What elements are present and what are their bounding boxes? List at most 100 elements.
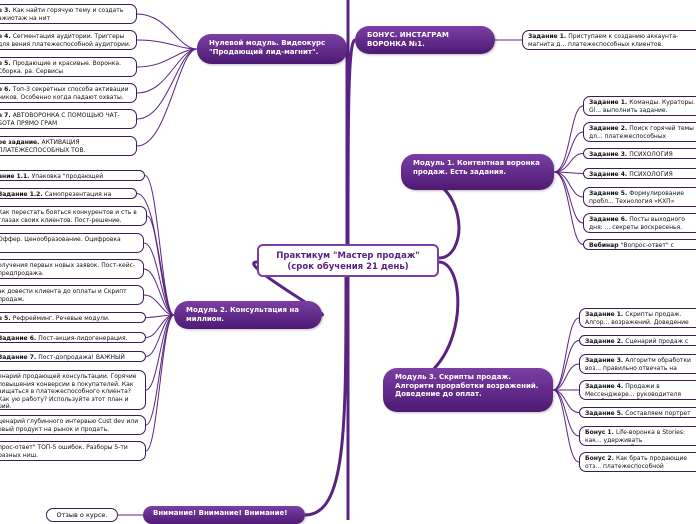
connector-line: [136, 193, 175, 316]
module3-task-6[interactable]: Бонус 1. Life-воронка в Stories: как... …: [579, 426, 696, 446]
module0-task-6[interactable]: ое задание. АКТИВАЦИЯ ПЛАТЕЖЕСПОСОБНЫХ Т…: [0, 136, 137, 156]
connector-line: [552, 389, 580, 463]
connector-line: [136, 13, 198, 50]
task-text: прос-ответ" ТОП-5 ошибок. Разборы 5-ти р…: [0, 444, 128, 459]
task-label: е 6.: [0, 86, 11, 93]
connector-line: [143, 294, 175, 316]
task-text: Пост-акция-лидогенерация.: [38, 335, 128, 342]
connector-line: [144, 175, 175, 316]
task-text: Пост-допродажа! ВАЖНЫЙ ПОСТ!: [38, 354, 125, 361]
task-text: олучения первых новых заявок. Пост-кейс-…: [0, 262, 136, 277]
task-text: АКТИВАЦИЯ ПЛАТЕЖЕСПОСОБНЫХ ТОВ.: [0, 139, 86, 154]
connector-line: [304, 276, 348, 517]
task-text: Самопрезентация на миллион.: [44, 191, 112, 198]
task-text: Как найти горячую тему и создать ажиотаж…: [0, 7, 124, 22]
task-label: ание 1.1.: [0, 173, 32, 180]
task-label: Задание 4.: [589, 171, 630, 178]
task-text: Как брать продающие отз... платежеспособ…: [585, 455, 688, 471]
connector-line: [145, 314, 175, 391]
task-text: ак довести клиента до оплаты и Скрипт пр…: [0, 288, 127, 303]
module3-task-4[interactable]: Задание 4. Продажи в Мессенджере... руко…: [579, 380, 696, 400]
module1-task-2[interactable]: Задание 2. Поиск горячей темы дл... плат…: [583, 122, 696, 142]
task-label: е 4.: [0, 33, 11, 40]
module1-task-1[interactable]: Задание 1. Команды. Кураторы. Gl... выпо…: [583, 96, 696, 116]
module2-task-12[interactable]: прос-ответ" ТОП-5 ошибок. Разборы 5-ти р…: [0, 441, 146, 461]
task-label: Задание 3.: [585, 357, 626, 364]
task-label: Бонус 1.: [585, 429, 616, 436]
task-text: енарий продающей консультации. Горячие п…: [0, 373, 137, 410]
module2-task-5[interactable]: олучения первых новых заявок. Пост-кейс-…: [0, 259, 144, 279]
task-text: ПСИХОЛОГИЯ КЛИЕНТА: [629, 151, 673, 158]
module2-task-11[interactable]: ценарий глубинного интервью Cust dev или…: [0, 415, 146, 435]
connector-line: [136, 48, 198, 94]
task-text: АВТОВОРОНКА С ПОМОЩЬЮ ЧАТ-БОТА ПРЯМО ГРА…: [0, 112, 120, 127]
task-label: Вебинар: [589, 242, 621, 249]
module3-task-1[interactable]: Задание 1. Скрипты продаж. Алгор... возр…: [579, 308, 696, 328]
module3-task-7[interactable]: Бонус 2. Как брать продающие отз... плат…: [579, 452, 696, 472]
bonus-module-node[interactable]: БОНУС. ИНСТАГРАМ ВОРОНКА №1.: [355, 26, 495, 54]
connector-line: [553, 131, 584, 173]
module1-task-7[interactable]: Вебинар "Вопрос-ответ" с Марией К...: [583, 239, 696, 250]
module2-task-9[interactable]: Задание 7. Пост-допродажа! ВАЖНЫЙ ПОСТ!: [0, 351, 146, 362]
task-text: Life-воронка в Stories: как... удерживат…: [585, 429, 685, 445]
task-label: е 5.: [0, 315, 11, 322]
connector-line: [552, 317, 580, 391]
module1-task-4[interactable]: Задание 4. ПСИХОЛОГИЯ КЛИЕНТА: [583, 168, 696, 179]
module2-task-8[interactable]: Задание 6. Пост-акция-лидогенерация.: [0, 332, 146, 343]
connector-line: [136, 48, 198, 68]
task-label: ое задание.: [0, 139, 42, 146]
module2-task-2[interactable]: Задание 1.2. Самопрезентация на миллион.: [0, 188, 137, 199]
module2-task-3[interactable]: Как перестать бояться конкурентов и сть …: [0, 206, 147, 226]
module0-task-5[interactable]: е 7. АВТОВОРОНКА С ПОМОЩЬЮ ЧАТ-БОТА ПРЯМ…: [0, 109, 137, 129]
module2-task-1[interactable]: ание 1.1. Упаковка "продающей консультац…: [0, 170, 145, 181]
connector-line: [553, 171, 584, 245]
task-label: Задание 1.2.: [0, 191, 45, 198]
module0-task-1[interactable]: е 3. Как найти горячую тему и создать аж…: [0, 4, 137, 24]
task-text: Составляем портрет иде...: [625, 410, 691, 417]
task-text: Продажи в Мессенджере... руководителя сл…: [585, 383, 681, 399]
task-text: Сегментация аудитории. Триггеры для вени…: [0, 33, 131, 48]
module0-task-4[interactable]: е 6. Топ-3 секретных способа активации н…: [0, 83, 137, 103]
connector-line: [136, 48, 198, 120]
connector-line: [146, 215, 175, 316]
task-text: Рефрейминг. Речевые модули. Триггеры.: [12, 315, 110, 322]
central-topic[interactable]: Практикум "Мастер продаж" (срок обучения…: [257, 244, 439, 277]
connector-line: [553, 105, 584, 173]
task-text: Команды. Кураторы. Gl... выполнить задан…: [589, 99, 695, 114]
task-label: Задание 2.: [589, 125, 630, 132]
task-label: Задание 6.: [0, 335, 39, 342]
task-text: Как перестать бояться конкурентов и сть …: [0, 209, 137, 224]
module1-task-5[interactable]: Задание 5. Формулирование пробл... Техно…: [583, 187, 696, 207]
module3-task-2[interactable]: Задание 2. Сценарий продаж с пла...: [579, 335, 696, 346]
task-text: Упаковка "продающей консультации": [31, 173, 104, 180]
module1-node[interactable]: Модуль 1. Контентная воронка продаж. Ест…: [401, 154, 554, 190]
connector-line: [145, 314, 175, 426]
module2-task-6[interactable]: ак довести клиента до оплаты и Скрипт пр…: [0, 285, 144, 305]
task-label: Задание 3.: [589, 151, 630, 158]
connector-line: [553, 171, 584, 224]
module3-node[interactable]: Модуль 3. Скрипты продаж. Алгоритм прора…: [383, 368, 553, 412]
connector-line: [552, 340, 580, 391]
module2-task-4[interactable]: Оффер. Ценообразование. Оцифровка: [0, 233, 144, 253]
connector-line: [136, 48, 198, 147]
task-label: е 3.: [0, 7, 11, 14]
connector-line: [552, 389, 580, 437]
task-label: Задание 5.: [589, 190, 630, 197]
module0-task-2[interactable]: е 4. Сегментация аудитории. Триггеры для…: [0, 30, 137, 50]
attention-node[interactable]: Внимание! Внимание! Внимание!: [143, 506, 305, 524]
module0-task-3[interactable]: е 5. Продающие и красивые. Воронка. Сбор…: [0, 57, 137, 77]
task-text: Продающие и красивые. Воронка. Сборка. р…: [0, 60, 122, 75]
task-label: Задание 2.: [585, 338, 626, 345]
bonus-task-1[interactable]: Задание 1. Приступаем к созданию аккаунт…: [522, 30, 696, 50]
module2-node[interactable]: Модуль 2. Консультация на миллион.: [174, 301, 322, 329]
module0-node[interactable]: Нулевой модуль. Видеокурс "Продающий лид…: [197, 34, 347, 64]
module3-task-3[interactable]: Задание 3. Алгоритм обработки воз... пра…: [579, 354, 696, 374]
task-text: Поиск горячей темы дл... платежеспособны…: [589, 125, 694, 141]
task-label: Задание 7.: [0, 354, 39, 361]
module3-task-5[interactable]: Задание 5. Составляем портрет иде...: [579, 407, 696, 418]
module1-task-6[interactable]: Задание 6. Посты выходного дня: ... секр…: [583, 213, 696, 233]
module1-task-3[interactable]: Задание 3. ПСИХОЛОГИЯ КЛИЕНТА: [583, 148, 696, 159]
connector-line: [143, 242, 175, 316]
module2-task-7[interactable]: е 5. Рефрейминг. Речевые модули. Триггер…: [0, 312, 146, 323]
module2-task-10[interactable]: енарий продающей консультации. Горячие п…: [0, 370, 146, 410]
